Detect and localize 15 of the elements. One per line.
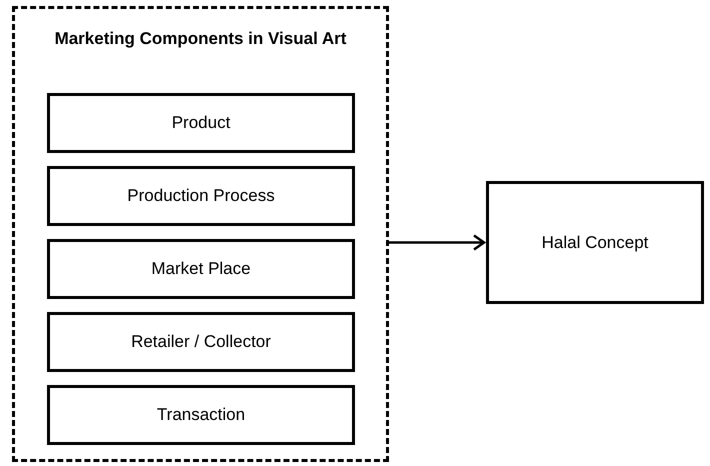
- box-label: Market Place: [150, 259, 252, 279]
- process-box: [47, 239, 355, 299]
- process-box: [47, 166, 355, 226]
- dashed-group-box: [12, 6, 389, 462]
- arrow: [389, 234, 486, 251]
- box-label: Halal Concept: [540, 232, 650, 252]
- process-box: [47, 385, 355, 445]
- process-box: [47, 93, 355, 153]
- group-title: Marketing Components in Visual Art: [54, 29, 348, 49]
- box-label: Transaction: [156, 405, 246, 425]
- box-label: Retailer / Collector: [130, 332, 272, 352]
- box-label: Product: [170, 113, 232, 133]
- process-box: [47, 312, 355, 372]
- box-label: Production Process: [126, 186, 276, 206]
- process-box: [486, 181, 704, 304]
